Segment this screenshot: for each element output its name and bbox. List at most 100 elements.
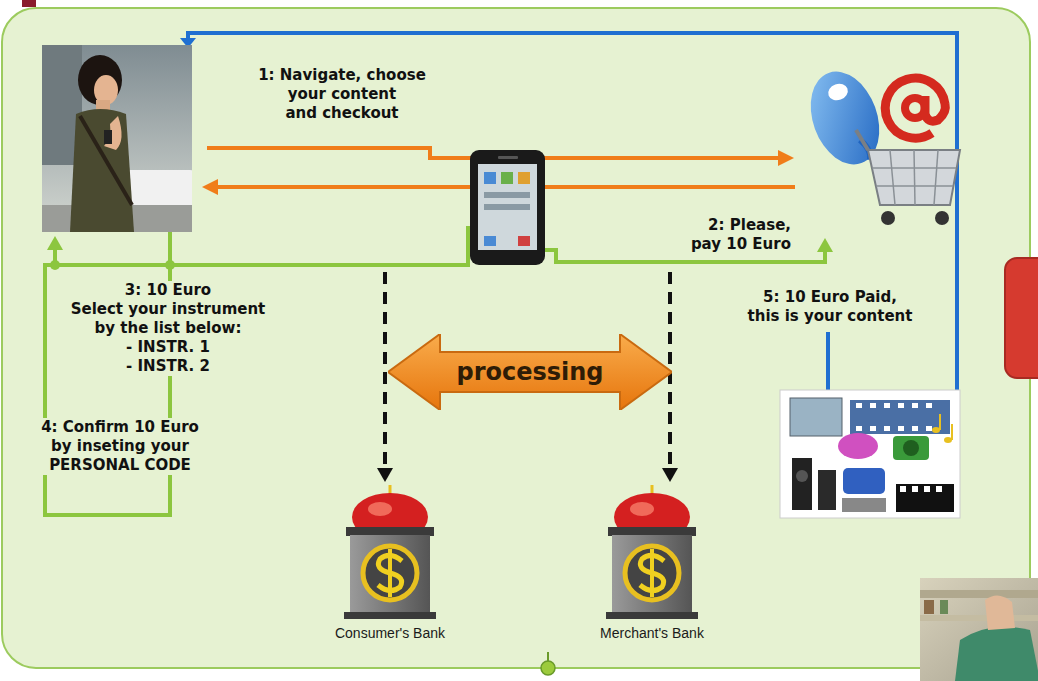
shopper-photo-part — [955, 627, 1038, 681]
phone-icon-part — [518, 236, 530, 246]
content-collage-part-part — [912, 426, 918, 431]
step-label: pay 10 Euro — [691, 235, 791, 254]
junction-dot — [50, 260, 175, 270]
node-text-area: Merchant's Bank — [572, 625, 732, 642]
step-label: Select your instrument — [71, 300, 266, 319]
panel-knob-part — [541, 661, 555, 675]
blue-flow-line — [188, 33, 957, 392]
consumer-photo-part — [104, 130, 112, 144]
shop-cart-icon — [799, 62, 960, 225]
phone-icon-part — [484, 236, 496, 246]
content-collage-part — [932, 414, 953, 443]
content-collage-part-part — [912, 486, 918, 492]
node-text-area: Consumer's Bank — [310, 625, 470, 642]
shopper-photo-part — [940, 600, 948, 614]
content-collage-part-part — [932, 427, 940, 433]
junction-dot-part — [50, 260, 60, 270]
step-label: - INSTR. 2 — [71, 357, 266, 376]
consumer-photo — [42, 45, 192, 232]
shop-cart-icon-part — [881, 211, 895, 225]
step-label: - INSTR. 1 — [71, 338, 266, 357]
bank-rim — [346, 527, 434, 536]
green-flow-line-part — [55, 228, 480, 265]
arrowhead-part — [662, 468, 678, 482]
content-collage-part — [796, 470, 808, 482]
step-label: 1: Navigate, choose — [258, 66, 426, 85]
label-group: 1: Navigate, chooseyour contentand check… — [255, 66, 429, 123]
phone-icon-part — [478, 164, 537, 250]
coin-ring — [625, 546, 679, 600]
consumer-photo-part — [78, 55, 122, 105]
consumer-photo-part — [80, 116, 132, 205]
content-collage-part-part — [856, 426, 862, 431]
phone-icon-part — [470, 150, 545, 265]
phone-icon-part — [484, 204, 530, 210]
shop-cart-icon-part — [885, 78, 945, 138]
bank-dome-highlight — [368, 502, 392, 516]
content-collage-part — [896, 484, 954, 512]
content-collage-part-part — [926, 426, 932, 431]
shopper-photo-part — [924, 600, 934, 614]
label-group: 2: Please,pay 10 Euro — [688, 216, 794, 254]
coin-ring — [363, 546, 417, 600]
logo-fragment-part — [22, 0, 36, 7]
panel-part — [2, 8, 1030, 668]
node-text-area: processing — [440, 352, 620, 392]
bank-base — [344, 612, 436, 619]
content-collage-part — [790, 398, 842, 436]
content-collage-part-part — [898, 403, 904, 408]
shopper-photo — [920, 578, 1038, 681]
content-collage-part-part — [900, 486, 906, 492]
logo-fragment — [22, 0, 36, 7]
phone-icon — [470, 150, 545, 265]
shop-cart-icon-part-part — [876, 185, 953, 187]
shop-cart-icon-part-part — [934, 150, 938, 205]
shopper-photo-part — [920, 615, 1038, 621]
content-collage-part — [780, 390, 960, 518]
blue-flow-line-part — [188, 33, 957, 392]
content-collage-part-part — [926, 403, 932, 408]
bank-icon — [310, 485, 470, 621]
content-collage-part — [893, 436, 929, 460]
content-collage-part — [843, 468, 885, 494]
content-collage-part — [900, 486, 942, 492]
bank-node: Consumer's Bank — [310, 485, 470, 650]
content-collage-part-part — [870, 403, 876, 408]
step-label: your content — [258, 85, 426, 104]
blue-flow-line-part — [826, 332, 830, 392]
shop-cart-icon-part-part — [914, 150, 915, 205]
content-collage-part — [856, 403, 932, 431]
content-collage-part-part — [936, 486, 942, 492]
bank-body — [350, 535, 430, 613]
content-collage-part-part — [912, 403, 918, 408]
junction-dot-part — [165, 260, 175, 270]
shop-cart-icon-part — [868, 150, 960, 205]
shop-cart-icon-part — [856, 130, 868, 150]
phone-icon-part — [501, 172, 513, 184]
side-tab — [1005, 258, 1038, 378]
shop-cart-icon-part — [826, 81, 850, 103]
content-collage-part-part — [898, 426, 904, 431]
shopper-photo-part — [985, 595, 1015, 630]
content-collage-part-part — [939, 414, 941, 430]
content-collage-part-part — [951, 424, 953, 440]
step-label: 5: 10 Euro Paid, — [748, 288, 913, 307]
dollar-symbol — [650, 549, 654, 597]
label-group: 5: 10 Euro Paid,this is your content — [745, 288, 916, 326]
double-arrow-outline — [388, 334, 672, 410]
shopper-photo-part — [920, 590, 1038, 598]
consumer-photo-part — [104, 116, 122, 150]
label-group: 3: 10 EuroSelect your instrumentby the l… — [68, 281, 269, 376]
arrowhead-part — [778, 150, 794, 166]
step-label: by the list below: — [71, 319, 266, 338]
dollar-symbol — [388, 549, 392, 597]
content-collage-part — [818, 470, 836, 510]
consumer-photo-part — [70, 109, 134, 232]
step-label: 2: Please, — [691, 216, 791, 235]
bank-base — [606, 612, 698, 619]
bank-body — [612, 535, 692, 613]
processing-arrow: processing — [388, 334, 672, 410]
bank-dome-highlight — [630, 502, 654, 516]
panel — [2, 8, 1030, 668]
